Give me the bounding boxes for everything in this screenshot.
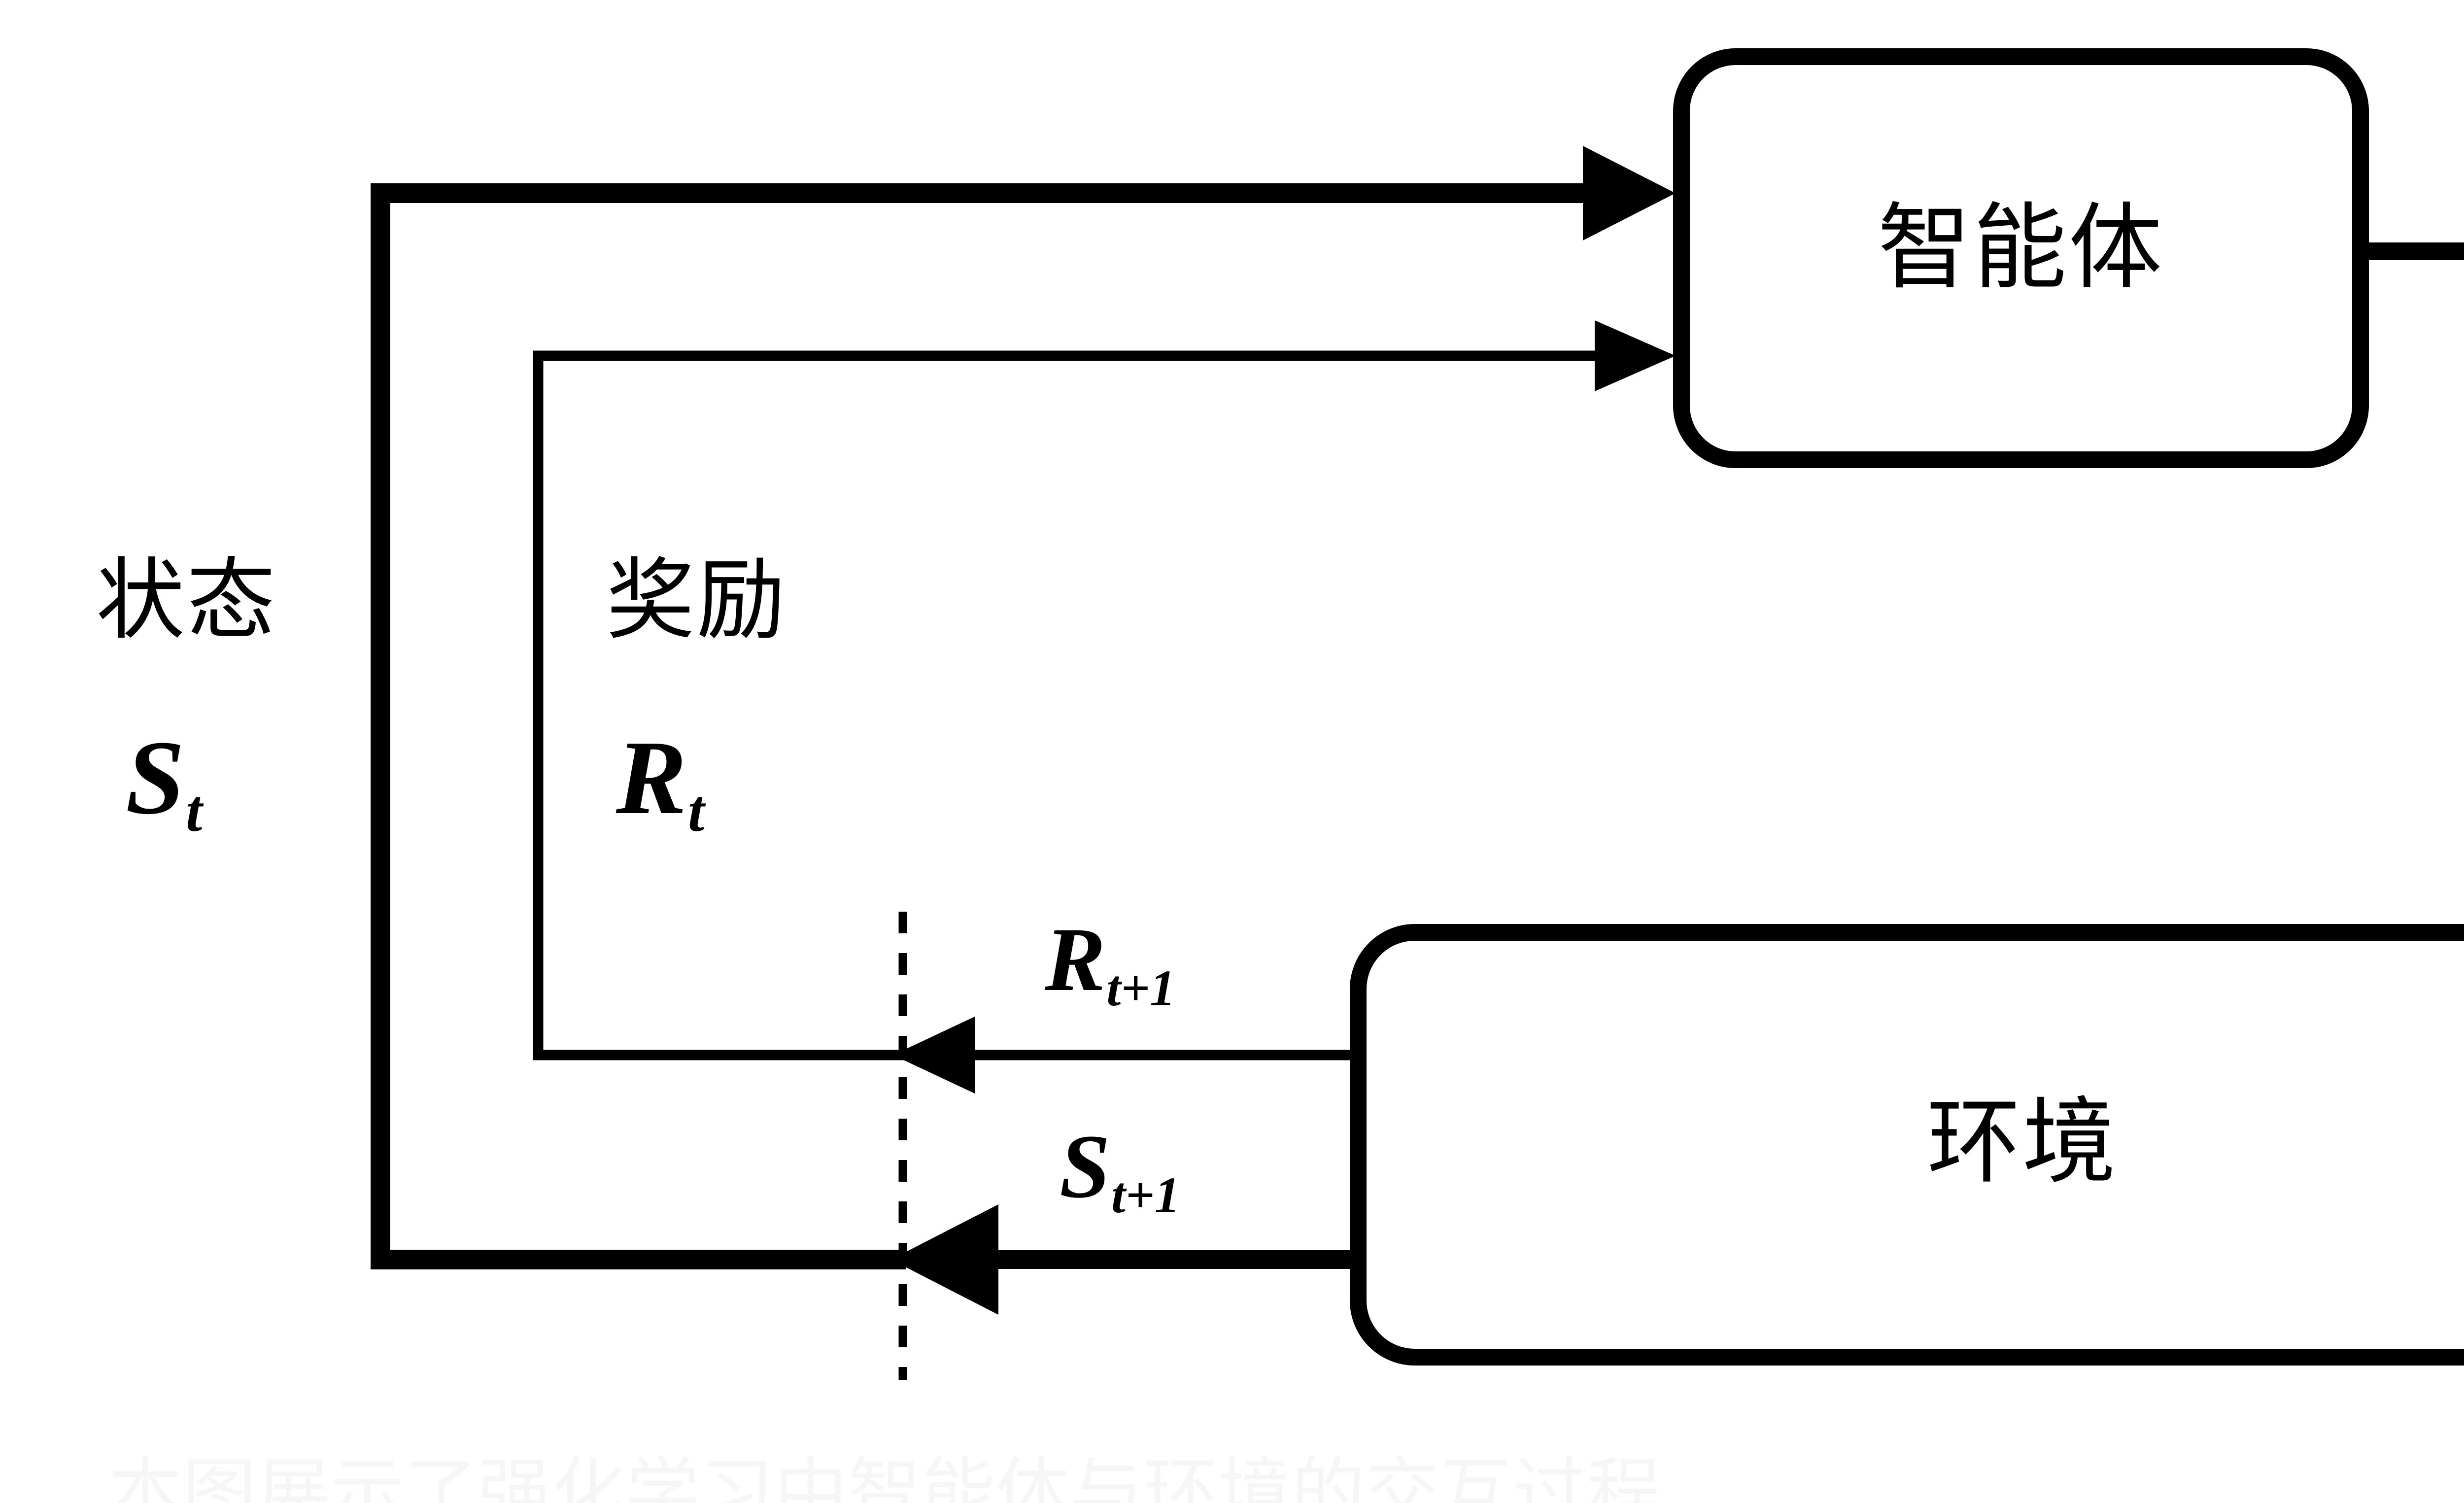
reward-edge-line (533, 350, 1607, 1060)
reward-word-label: 奖励 (606, 552, 787, 650)
reward-symbol-sub: t (687, 779, 705, 845)
reward-arrowhead-icon (1595, 320, 1676, 391)
environment-label: 环境 (1927, 1092, 2118, 1195)
reward-edge (533, 320, 1676, 1060)
agent-label: 智能体 (1878, 197, 2164, 301)
reward-symbol-label: Rt (616, 724, 704, 841)
state-symbol-label: St (126, 724, 202, 841)
next-state-symbol-sub: t+1 (1111, 1167, 1180, 1224)
next-state-arrowhead-icon (891, 1204, 998, 1315)
state-arrowhead-icon (1583, 146, 1676, 240)
environment-box-shape[interactable] (1350, 924, 2464, 1366)
next-state-edge (891, 1204, 1350, 1315)
next-reward-symbol-sub: t+1 (1106, 960, 1176, 1017)
next-state-symbol-label: St+1 (1060, 1121, 1180, 1221)
next-reward-edge (893, 1017, 1350, 1093)
state-word-label: 状态 (96, 552, 277, 650)
figure-caption: 本图展示了强化学习中智能体与环境的交互过程 (108, 1456, 1661, 1503)
reward-symbol-base: R (616, 718, 687, 836)
next-reward-symbol-base: R (1045, 909, 1106, 1010)
state-edge (371, 146, 1676, 1269)
next-reward-arrowhead-icon (893, 1017, 975, 1093)
state-symbol-base: S (126, 718, 185, 836)
environment-node[interactable] (1350, 924, 2464, 1366)
state-edge-line (371, 183, 1606, 1269)
state-symbol-sub: t (185, 779, 203, 845)
next-state-symbol-base: S (1060, 1116, 1110, 1217)
next-reward-symbol-label: Rt+1 (1045, 914, 1175, 1014)
